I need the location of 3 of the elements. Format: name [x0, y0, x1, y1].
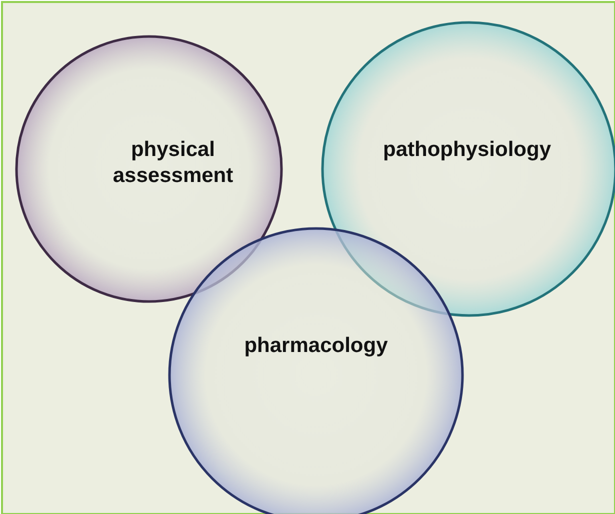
circle-label: pathophysiology — [382, 137, 552, 163]
circle-label: physical assessment — [112, 137, 234, 190]
circle-label: pharmacology — [243, 333, 389, 359]
